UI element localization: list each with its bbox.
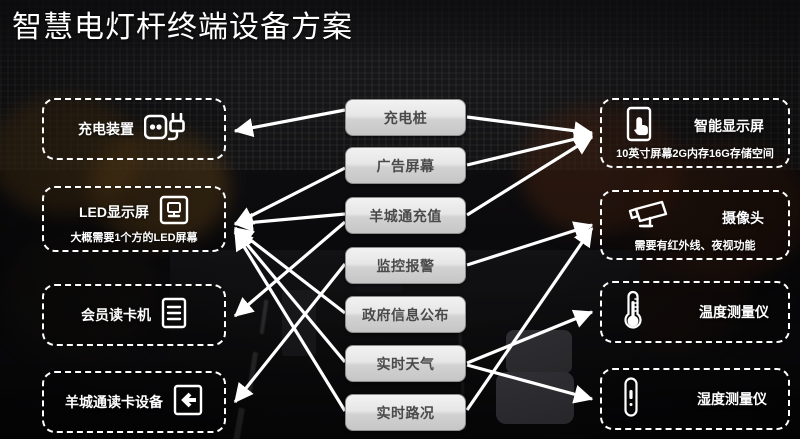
node-smart-display[interactable]: 智能显示屏 10英寸屏幕2G内存16G存储空间 [600,98,790,168]
monitor-icon [159,195,189,230]
node-label: 智能显示屏 [694,118,764,134]
node-label: 湿度测量仪 [697,391,767,407]
pill-government-info[interactable]: 政府信息公布 [345,296,466,333]
page-title: 智慧电灯杆终端设备方案 [12,11,353,44]
pill-label: 羊城通充值 [369,207,442,224]
node-label: LED显示屏 [79,204,149,220]
pill-realtime-traffic[interactable]: 实时路况 [345,394,466,431]
power-plug-icon [143,112,190,146]
pill-label: 实时路况 [376,404,435,421]
node-label: 摄像头 [722,210,764,226]
node-subtitle: 10英寸屏幕2G内存16G存储空间 [616,148,774,160]
pill-charging-pile[interactable]: 充电桩 [345,99,466,136]
node-led-display[interactable]: LED显示屏 大概需要1个方的LED屏幕 [42,186,226,252]
pill-yangchengtong-recharge[interactable]: 羊城通充值 [345,197,466,234]
pill-surveillance-alarm[interactable]: 监控报警 [345,247,466,284]
pill-label: 监控报警 [376,257,435,274]
node-humidity-meter[interactable]: 湿度测量仪 [600,368,790,430]
node-label: 会员读卡机 [81,307,151,323]
thermometer-icon [621,289,645,336]
title-scrim [0,0,800,62]
pill-label: 政府信息公布 [362,306,449,323]
touchscreen-icon [626,106,656,147]
cctv-camera-icon [626,198,674,239]
node-camera[interactable]: 摄像头 需要有红外线、夜视功能 [600,190,790,260]
node-label: 温度测量仪 [699,304,769,320]
node-member-card-reader[interactable]: 会员读卡机 [42,284,226,346]
node-subtitle: 大概需要1个方的LED屏幕 [70,232,198,244]
pill-ad-screen[interactable]: 广告屏幕 [345,147,466,184]
node-label: 充电装置 [78,121,134,137]
card-insert-icon [173,384,203,421]
node-yangchengtong-card-device[interactable]: 羊城通读卡设备 [42,371,226,433]
hygrometer-icon [623,376,639,423]
card-reader-icon [161,297,187,334]
pill-realtime-weather[interactable]: 实时天气 [345,345,466,382]
pill-label: 广告屏幕 [376,157,435,174]
pill-label: 充电桩 [383,109,428,126]
node-charging-device[interactable]: 充电装置 [42,98,226,160]
node-subtitle: 需要有红外线、夜视功能 [634,240,756,252]
node-label: 羊城通读卡设备 [65,394,163,410]
pill-label: 实时天气 [376,355,435,372]
node-temperature-meter[interactable]: 温度测量仪 [600,281,790,343]
